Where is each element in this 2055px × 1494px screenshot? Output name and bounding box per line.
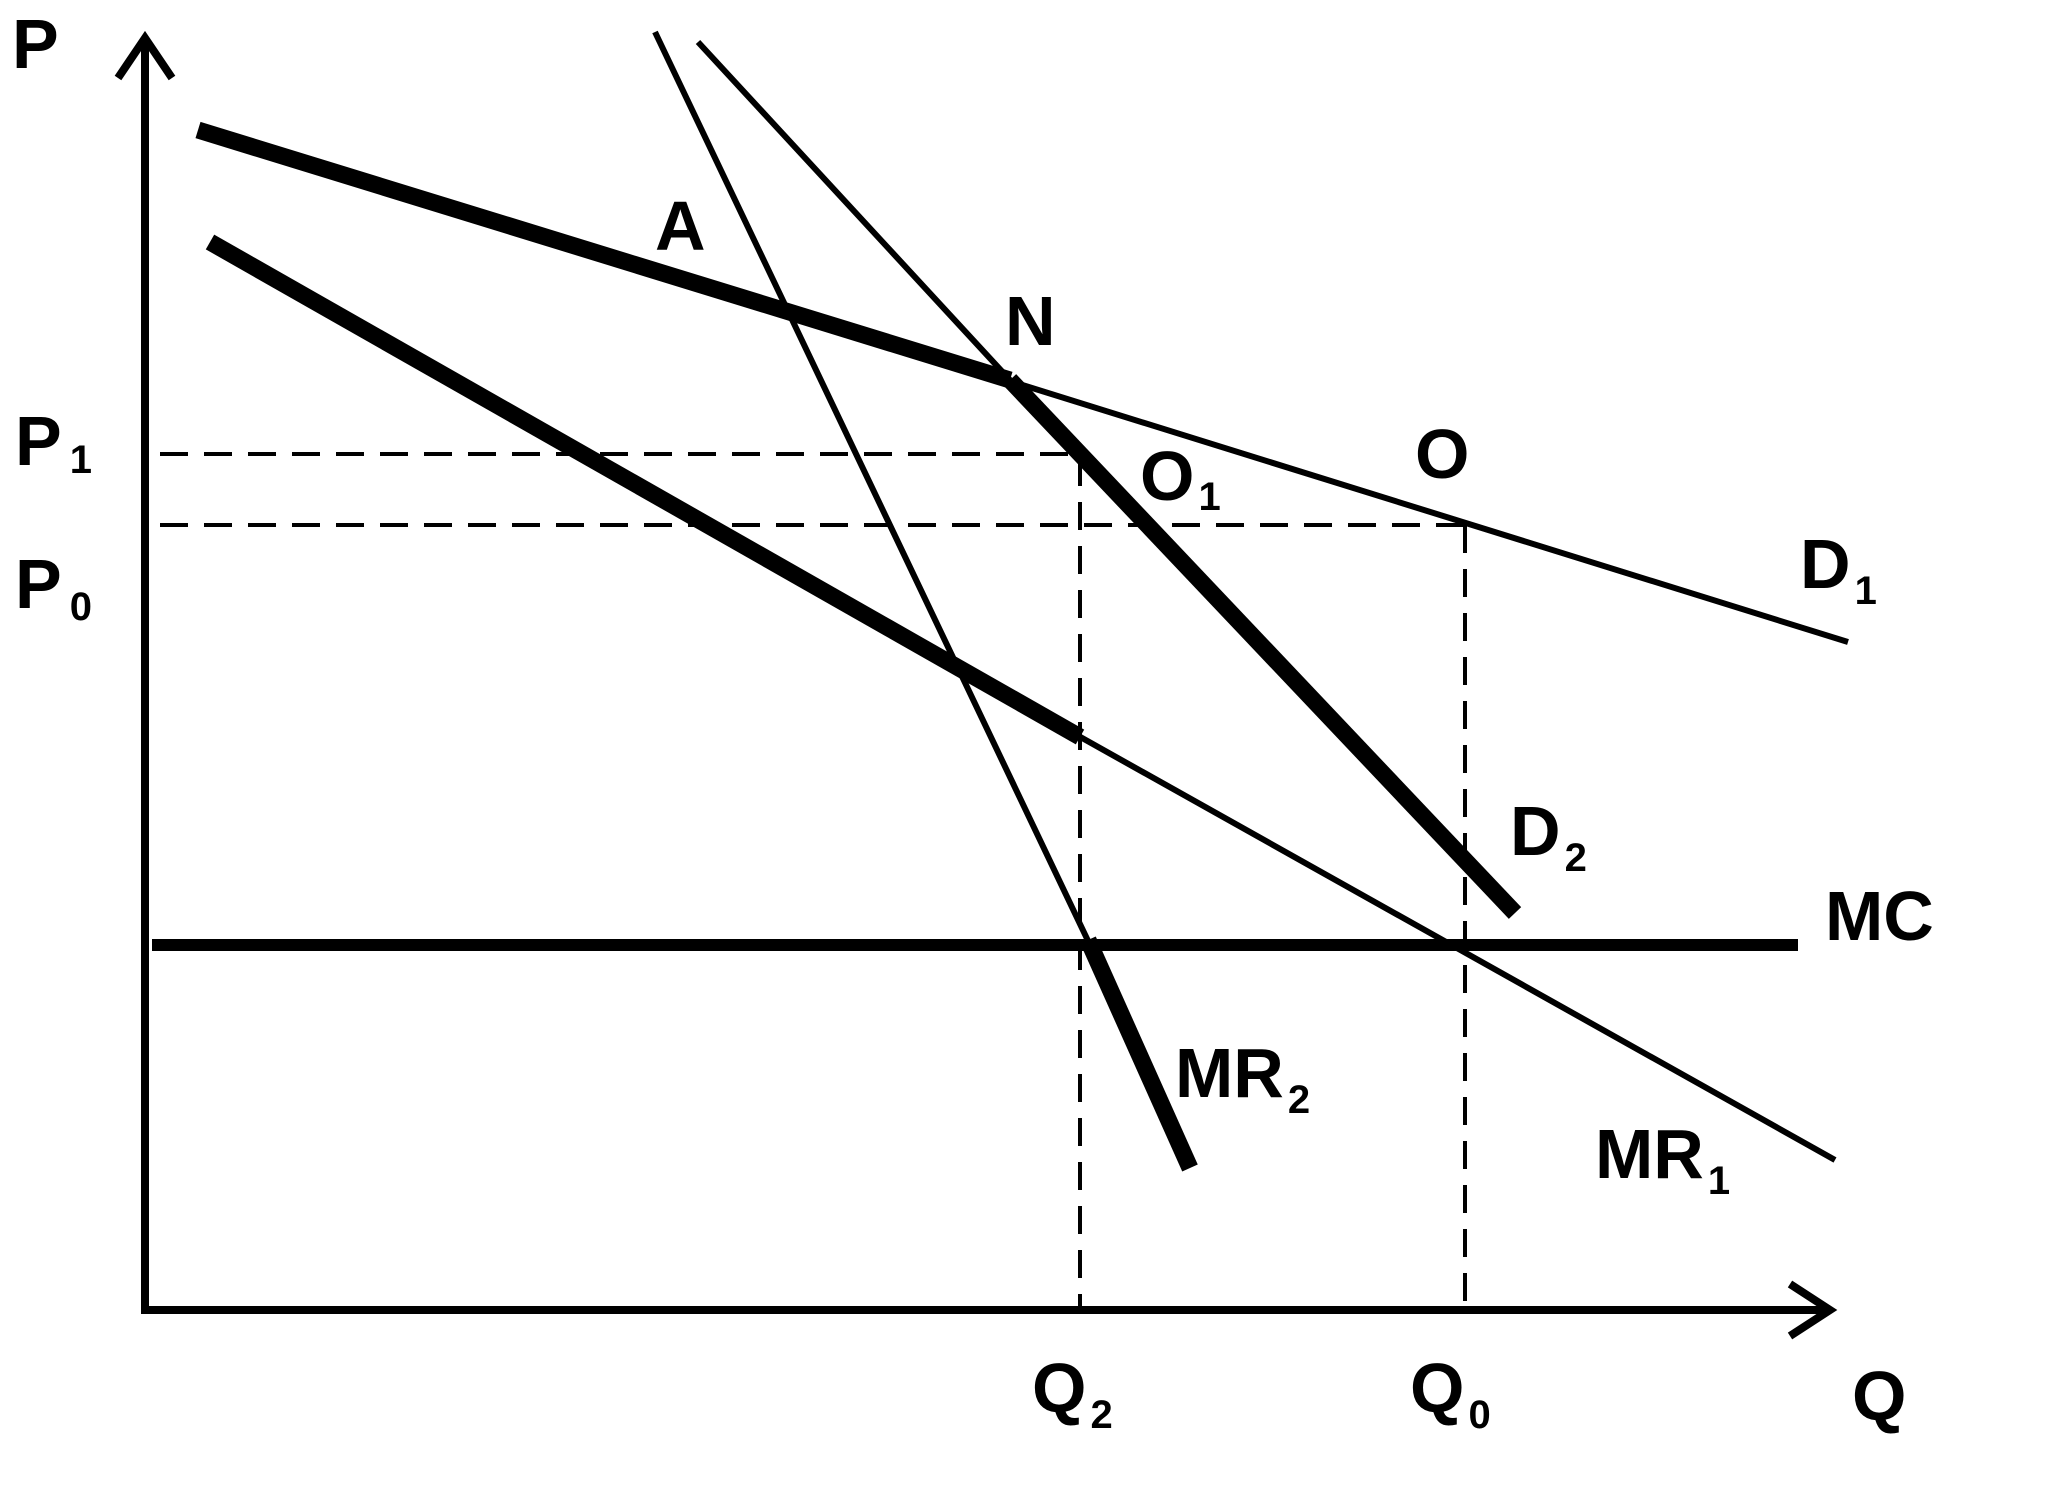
x-axis-label: Q [1852,1357,1906,1435]
mc-label: MC [1825,877,1934,955]
point-label-a: A [655,187,706,265]
mr1-thick-segment [205,234,1085,745]
mr1-curve [205,234,1837,1163]
point-label-o: O [1415,415,1469,493]
d2-thick-segment [1003,374,1522,919]
point-label-n: N [1005,282,1056,360]
dashed-guides [160,452,1467,1306]
d2-thin-segment [695,39,1013,383]
mr1-thin-segment [1073,731,1837,1163]
d1-thick-segment [195,121,1013,389]
d1-curve [195,121,1849,645]
y-axis-label: P [12,5,59,83]
y-axis-arrowhead [114,30,176,81]
mr2-thick-segment [1080,936,1198,1172]
d2-curve [695,39,1522,919]
mr2-curve [652,30,1198,1172]
mr2-thin-segment [652,30,1093,947]
x-axis-arrowhead [1787,1280,1838,1340]
axes [114,30,1838,1340]
d1-thin-segment [999,375,1849,645]
